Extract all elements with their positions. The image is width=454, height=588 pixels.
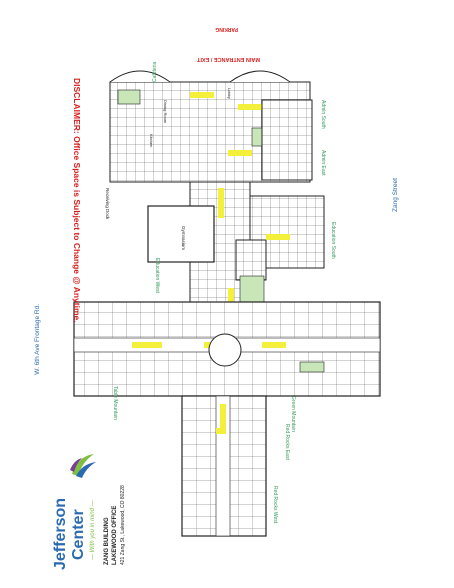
wing-admin-south: Admin South	[320, 100, 326, 129]
brand-office: LAKEWOOD OFFICE	[112, 505, 118, 565]
room-receiving-dock: Receiving Dock	[105, 188, 110, 220]
street-right-label: Zang Street	[392, 178, 399, 212]
room-dining: Dining Room	[163, 100, 168, 124]
brand-name-line2: Center	[70, 509, 87, 560]
education-block	[235, 195, 325, 305]
wing-red-rocks-east: Red Rocks East	[284, 424, 290, 460]
gymnasium-room	[147, 205, 215, 263]
room-gymnasium: Gymnasium	[181, 226, 186, 251]
swoosh-icon	[70, 454, 96, 478]
wing-green-mountain: Green Mountain	[290, 396, 296, 432]
brand-building: ZANG BUILDING	[104, 517, 110, 565]
wing-education-west: Education West	[154, 258, 160, 293]
room-lobby: Lobby	[227, 88, 232, 99]
disclaimer-text: DISCLAIMER: Office Space is Subject to C…	[72, 78, 82, 323]
wing-admin-east: Admin East	[320, 150, 326, 176]
room-kitchen: Kitchen	[149, 134, 154, 148]
admin-east-wing	[261, 99, 313, 181]
street-left-label: W. 6th Ave Frontage Rd.	[34, 304, 41, 375]
brand-logo	[40, 450, 130, 580]
wing-education-south: Education South	[330, 222, 336, 259]
brand-name-line1: Jefferson	[52, 497, 69, 570]
lower-wing	[181, 395, 267, 537]
wing-table-mountain: Table Mountain	[112, 386, 118, 420]
brand-tagline: — With you in mind —	[90, 500, 96, 560]
brand-address: 421 Zang St., Lakewood, CO 80228	[120, 485, 126, 565]
wing-red-rocks-west: Red Rocks West	[272, 486, 278, 524]
main-entrance-label: MAIN ENTRANCE / EXIT	[197, 56, 260, 62]
cross-wing	[73, 301, 381, 397]
wing-cafeteria: Cafeteria	[152, 61, 158, 82]
parking-label: PARKING	[215, 26, 238, 32]
